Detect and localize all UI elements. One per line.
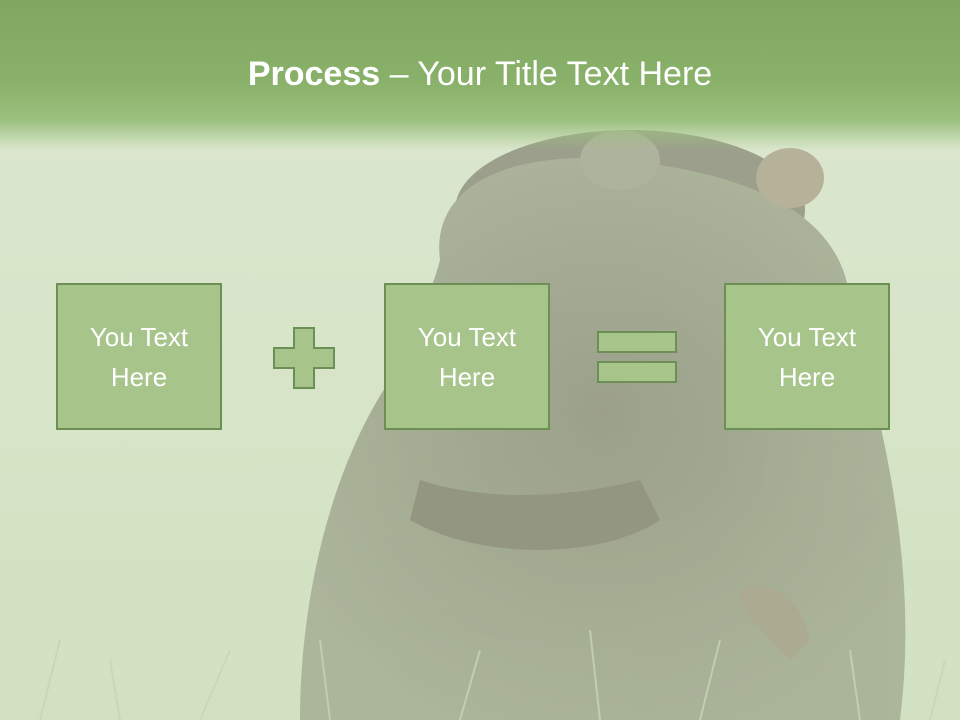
title-band: [0, 0, 960, 150]
plus-icon: [273, 327, 335, 389]
text-box-3: You Text Here: [724, 283, 890, 430]
title-rest: – Your Title Text Here: [380, 55, 713, 93]
text-box-2-label: You Text Here: [417, 321, 517, 392]
page-title: Process – Your Title Text Here: [0, 52, 960, 96]
equals-icon: [597, 331, 677, 383]
text-box-1-label: You Text Here: [89, 321, 189, 392]
text-box-3-label: You Text Here: [757, 321, 857, 392]
title-bold: Process: [247, 55, 381, 93]
text-box-1: You Text Here: [56, 283, 222, 430]
text-box-2: You Text Here: [384, 283, 550, 430]
